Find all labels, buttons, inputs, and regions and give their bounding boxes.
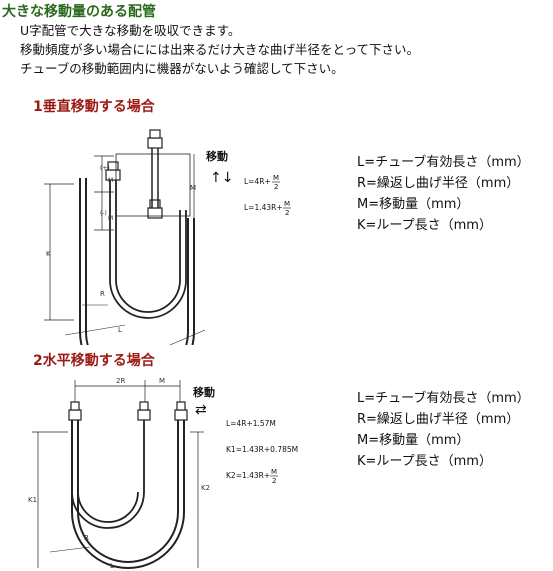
u-tube-inner: [109, 170, 187, 319]
description-line-1: U字配管で大きな移動を吸収できます。: [20, 23, 241, 38]
definition-l: L=チューブ有効長さ（mm）: [357, 155, 530, 170]
definition-m-2: M=移動量（mm）: [357, 433, 470, 448]
formula-k2-2: 2: [272, 477, 276, 485]
vertical-movement-diagram: K L R M (+) (-) M M 移動 ↑↓ L=4R+ M 2 L=1.…: [44, 129, 291, 345]
u-tube-outer: [71, 420, 185, 569]
section-2-title: 2水平移動する場合: [33, 353, 155, 369]
definition-r-2: R=繰返し曲げ半径（mm）: [357, 412, 520, 427]
l-label-2: L: [110, 562, 114, 570]
horizontal-movement-diagram: 2R M K1 K2 R L 移動 ⇄ L=4R+1.57M K1=1.43R+…: [28, 377, 298, 570]
k-label: K: [46, 250, 51, 258]
l-label: L: [118, 326, 122, 334]
formula-k2-m: M: [271, 468, 277, 476]
k1-label: K1: [28, 496, 37, 504]
vertical-arrows-icon: ↑↓: [210, 170, 233, 186]
description-line-3: チューブの移動範囲内に機器がないよう確認して下さい。: [20, 61, 344, 76]
formula-l-m: M: [273, 174, 279, 182]
u-tube-inner: [71, 420, 145, 529]
u-tube-outer: [79, 178, 195, 345]
r-label-2: R: [84, 534, 89, 542]
formula-k: L=1.43R+: [244, 203, 283, 212]
formula-k2: K2=1.43R+: [226, 471, 270, 480]
formula-l-2: L=4R+1.57M: [226, 419, 276, 428]
plus-label: (+): [100, 165, 110, 172]
move-label-2: 移動: [193, 385, 215, 399]
k2-label: K2: [201, 484, 210, 492]
definitions-list-2: L=チューブ有効長さ（mm） R=繰返し曲げ半径（mm） M=移動量（mm） K…: [357, 388, 530, 472]
move-label: 移動: [206, 149, 228, 163]
m-half-label-top: M: [108, 177, 113, 184]
formula-k-m: M: [284, 200, 290, 208]
definitions-list-1: L=チューブ有効長さ（mm） R=繰返し曲げ半径（mm） M=移動量（mm） K…: [357, 152, 530, 236]
definition-k: K=ループ長さ（mm）: [357, 218, 492, 233]
formula-k-2: 2: [285, 209, 289, 217]
definition-l-2: L=チューブ有効長さ（mm）: [357, 391, 530, 406]
definition-k-2: K=ループ長さ（mm）: [357, 454, 492, 469]
two-r-label: 2R: [116, 377, 125, 385]
m-label: M: [190, 184, 196, 192]
section-1-title: 1垂直移動する場合: [33, 99, 155, 115]
r-label: R: [100, 290, 105, 298]
formula-l-2: 2: [274, 183, 278, 191]
m-half-label-bottom: M: [108, 215, 113, 222]
definition-r: R=繰返し曲げ半径（mm）: [357, 176, 520, 191]
description-line-2: 移動頻度が多い場合にには出来るだけ大きな曲げ半径をとって下さい。: [20, 42, 420, 57]
definition-m: M=移動量（mm）: [357, 197, 470, 212]
formula-k1: K1=1.43R+0.785M: [226, 445, 298, 454]
formula-l: L=4R+: [244, 177, 271, 186]
m-label-2: M: [159, 377, 165, 385]
minus-label: (-): [100, 210, 107, 217]
page-title: 大きな移動量のある配管: [2, 4, 156, 20]
horizontal-arrows-icon: ⇄: [195, 402, 207, 418]
